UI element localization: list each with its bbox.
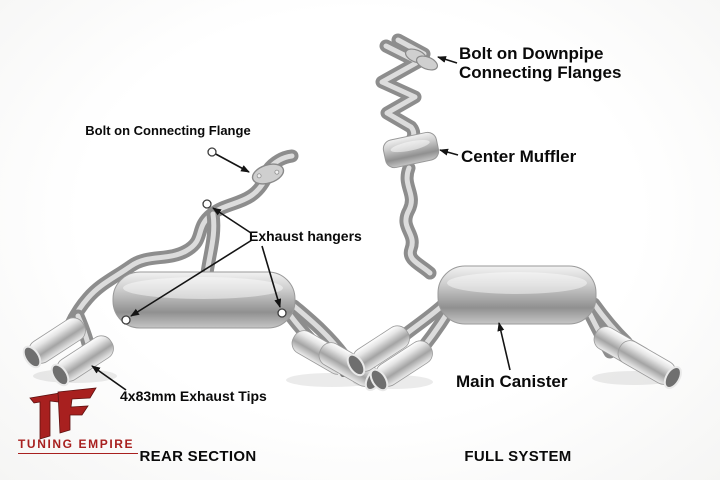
full-system-illustration <box>343 40 686 395</box>
label-exhaust-tips: 4x83mm Exhaust Tips <box>120 388 267 404</box>
main-canister-part <box>437 265 597 325</box>
rear-connecting-flange <box>251 163 285 185</box>
rear-muffler <box>112 271 296 329</box>
label-downpipe-flanges: Bolt on Downpipe Connecting Flanges <box>459 44 622 82</box>
label-main-canister: Main Canister <box>456 372 568 391</box>
annotation-arrows <box>91 56 511 391</box>
caption-full-system: FULL SYSTEM <box>464 448 572 465</box>
center-muffler-part <box>382 131 440 169</box>
caption-rear-section: REAR SECTION <box>139 448 257 465</box>
brand-name: TUNING EMPIRE <box>18 437 139 454</box>
downpipe-flanges <box>404 48 439 71</box>
label-center-muffler: Center Muffler <box>461 147 577 166</box>
label-exhaust-hangers: Exhaust hangers <box>249 228 362 244</box>
label-connecting-flange: Bolt on Connecting Flange <box>85 123 251 138</box>
brand-logo <box>29 387 97 440</box>
rear-section-illustration <box>19 156 387 395</box>
